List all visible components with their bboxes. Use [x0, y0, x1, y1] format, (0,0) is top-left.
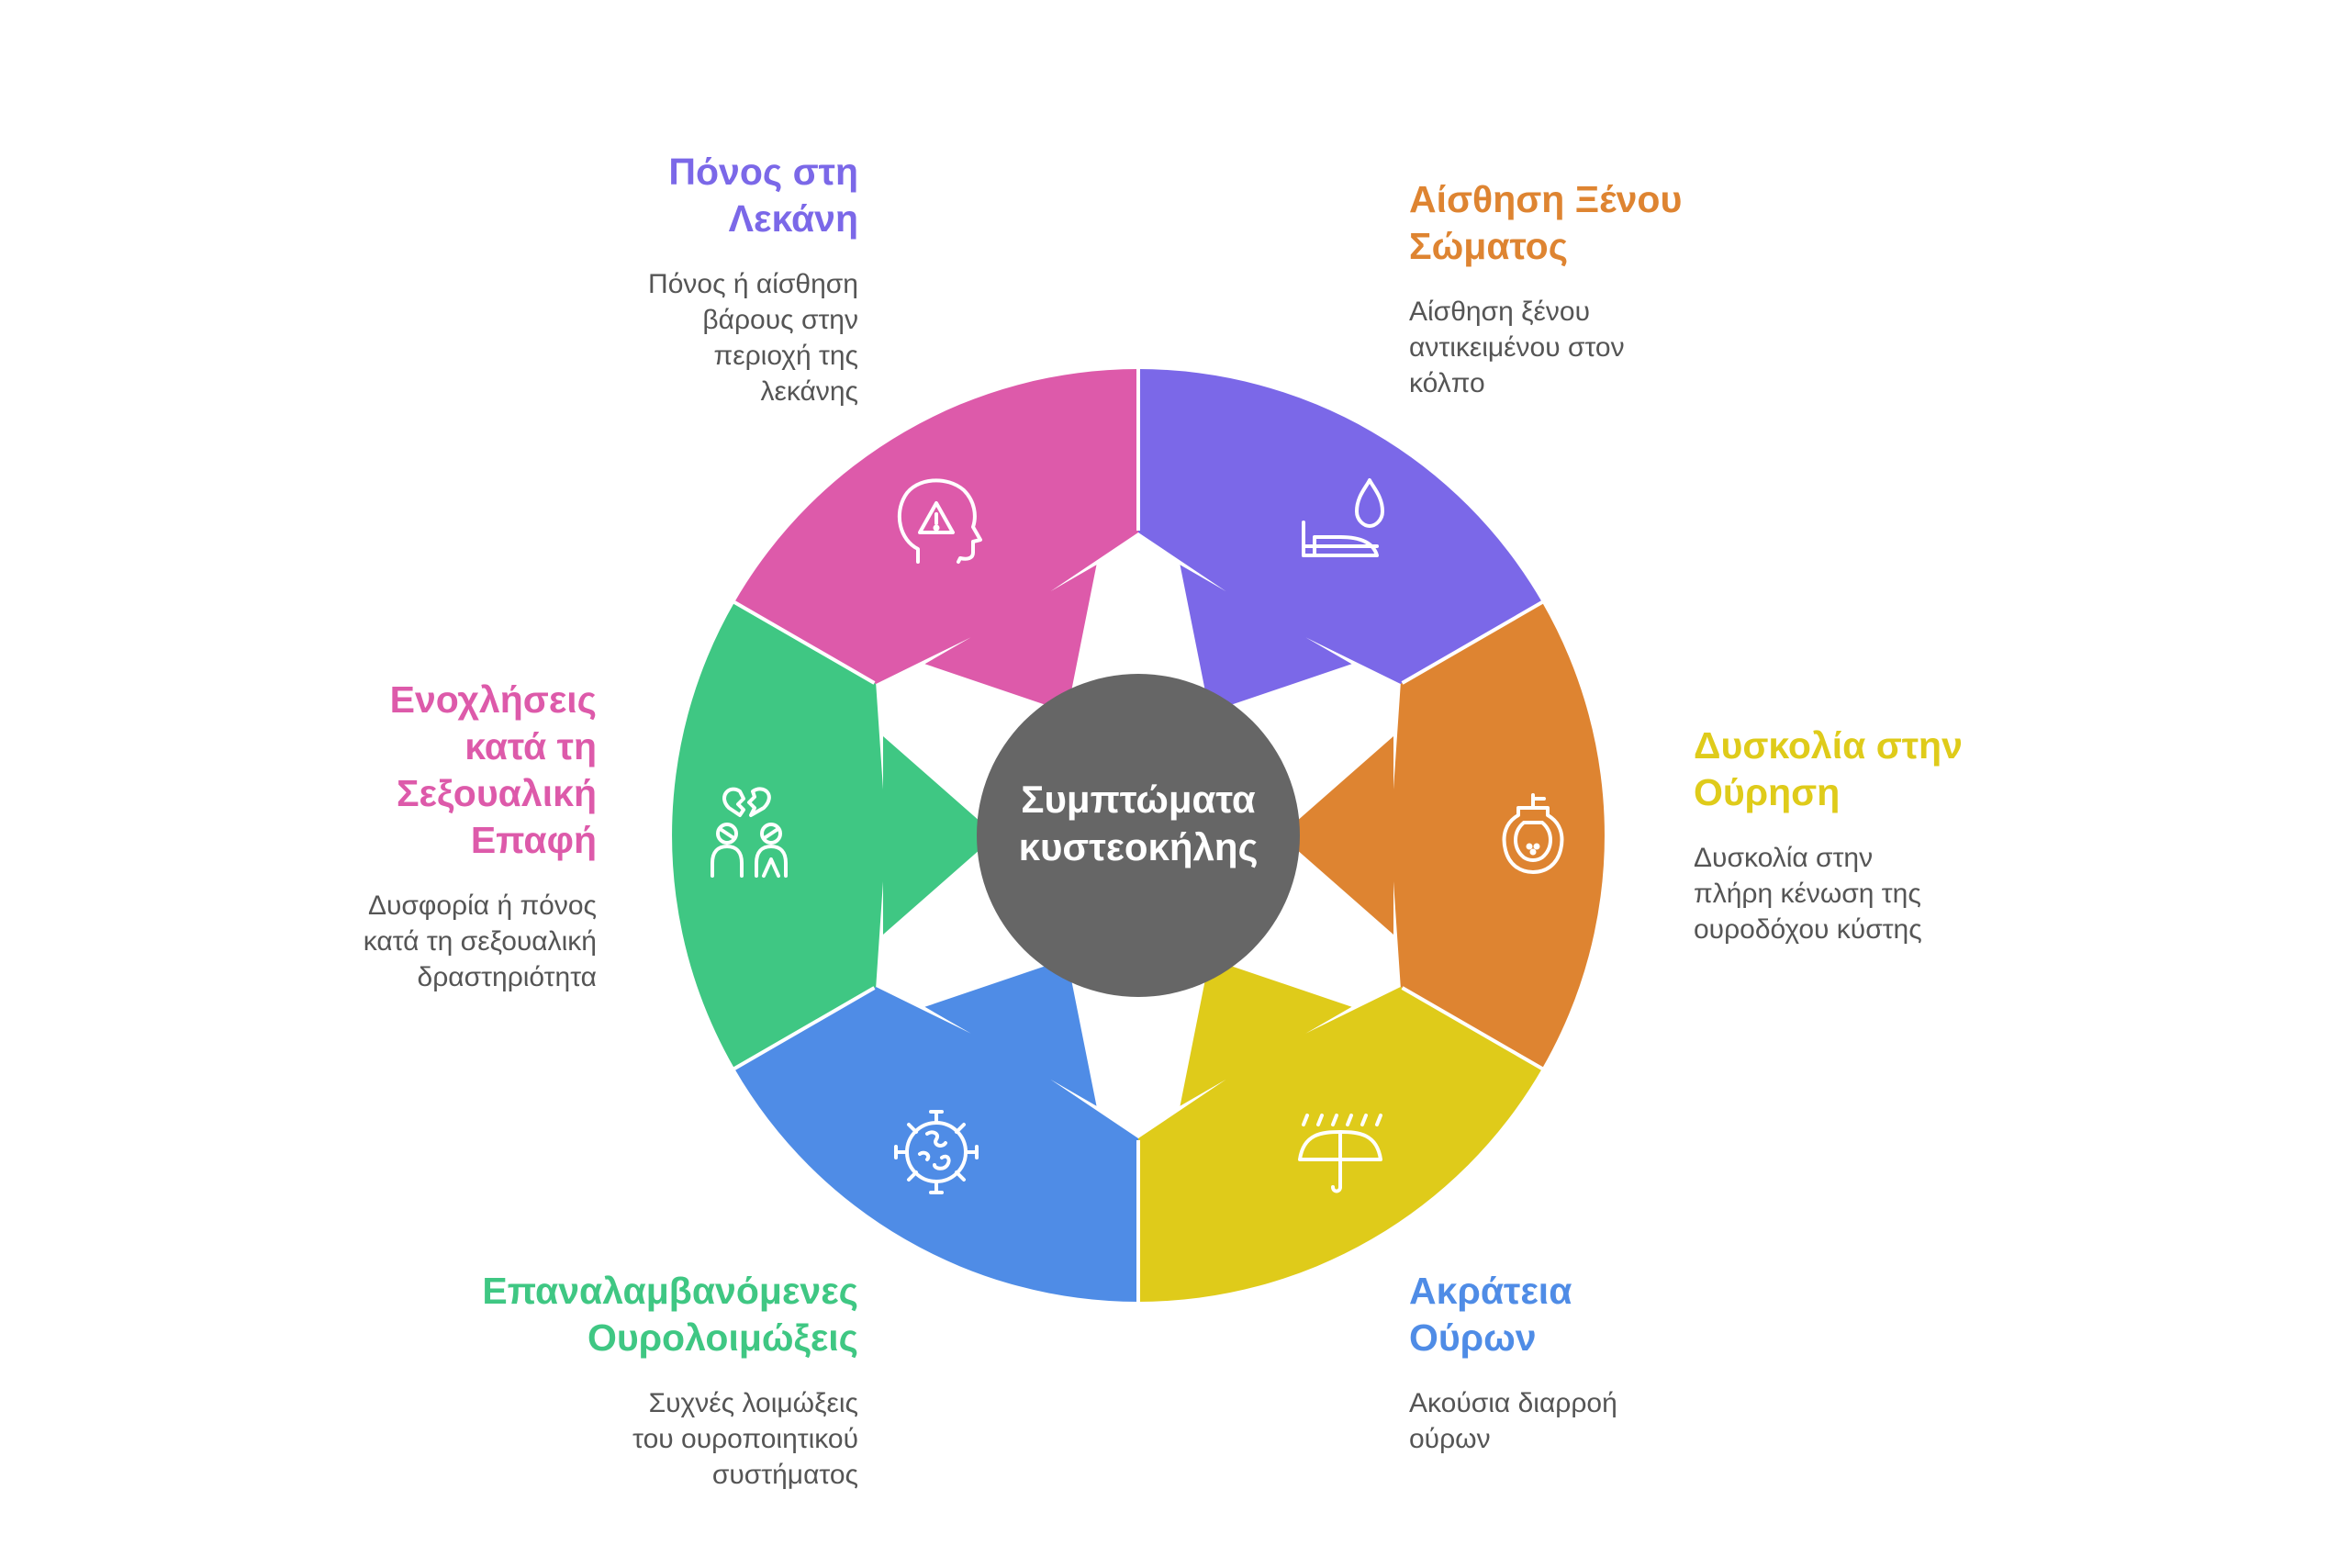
iron-drop-icon [1302, 478, 1384, 557]
label-urination-difficulty: Δυσκολία στην Ούρηση Δυσκολία στην πλήρη… [1694, 722, 2061, 947]
segment-separator [732, 599, 876, 685]
label-foreign-body-title: Αίσθηση Ξένου Σώματος [1409, 178, 1683, 267]
label-pelvic-pain: Πόνος στη Λεκάνη Πόνος ή αίσθηση βάρους … [491, 149, 858, 409]
segment-pelvic-pain [1138, 369, 1542, 712]
label-incontinence-desc: Ακούσια διαρροή ούρων [1409, 1388, 1617, 1454]
label-sexual-discomfort-desc: Δυσφορία ή πόνος κατά τη σεξουαλική δρασ… [363, 890, 597, 992]
segment-separator [1401, 986, 1545, 1071]
label-sexual-discomfort-title: Ενοχλήσεις κατά τη Σεξουαλική Επαφή [389, 678, 597, 861]
center-circle [977, 674, 1300, 997]
label-sexual-discomfort: Ενοχλήσεις κατά τη Σεξουαλική Επαφή Δυσφ… [229, 677, 597, 995]
center-title-line-1: Συμπτώματα [1021, 778, 1256, 821]
label-pelvic-pain-title: Πόνος στη Λεκάνη [668, 151, 858, 240]
segment-uti [672, 602, 996, 1069]
couple-broken-heart-icon [711, 787, 788, 878]
segment-foreign-body [1281, 602, 1605, 1069]
center-title-line-2: κυστεοκήλης [1018, 825, 1259, 868]
label-uti-title: Επαναλαμβανόμενες Ουρολοιμώξεις [482, 1270, 858, 1359]
label-incontinence-title: Ακράτεια Ούρων [1409, 1270, 1572, 1359]
segment-incontinence [734, 958, 1138, 1302]
label-urination-difficulty-title: Δυσκολία στην Ούρηση [1694, 724, 1963, 813]
label-incontinence: Ακράτεια Ούρων Ακούσια διαρροή ούρων [1409, 1268, 1776, 1457]
virus-icon [894, 1110, 979, 1194]
label-foreign-body-desc: Αίσθηση ξένου αντικειμένου στον κόλπο [1409, 297, 1625, 398]
label-uti-desc: Συχνές λοιμώξεις του ουροποιητικού συστή… [632, 1388, 858, 1490]
label-urination-difficulty-desc: Δυσκολία στην πλήρη κένωση της ουροδόχου… [1694, 843, 1922, 945]
label-uti: Επαναλαμβανόμενες Ουρολοιμώξεις Συχνές λ… [399, 1268, 858, 1493]
label-pelvic-pain-desc: Πόνος ή αίσθηση βάρους στην περιοχή της … [648, 269, 858, 407]
segment-separator [732, 986, 876, 1071]
urinal-icon [1502, 793, 1564, 874]
label-foreign-body: Αίσθηση Ξένου Σώματος Αίσθηση ξένου αντι… [1409, 176, 1776, 401]
umbrella-rain-icon [1298, 1114, 1382, 1193]
segment-sexual-discomfort [734, 369, 1138, 712]
segment-separator [1401, 599, 1545, 685]
head-alert-icon [897, 478, 982, 564]
center-title: Συμπτώματα κυστεοκήλης [918, 776, 1359, 871]
